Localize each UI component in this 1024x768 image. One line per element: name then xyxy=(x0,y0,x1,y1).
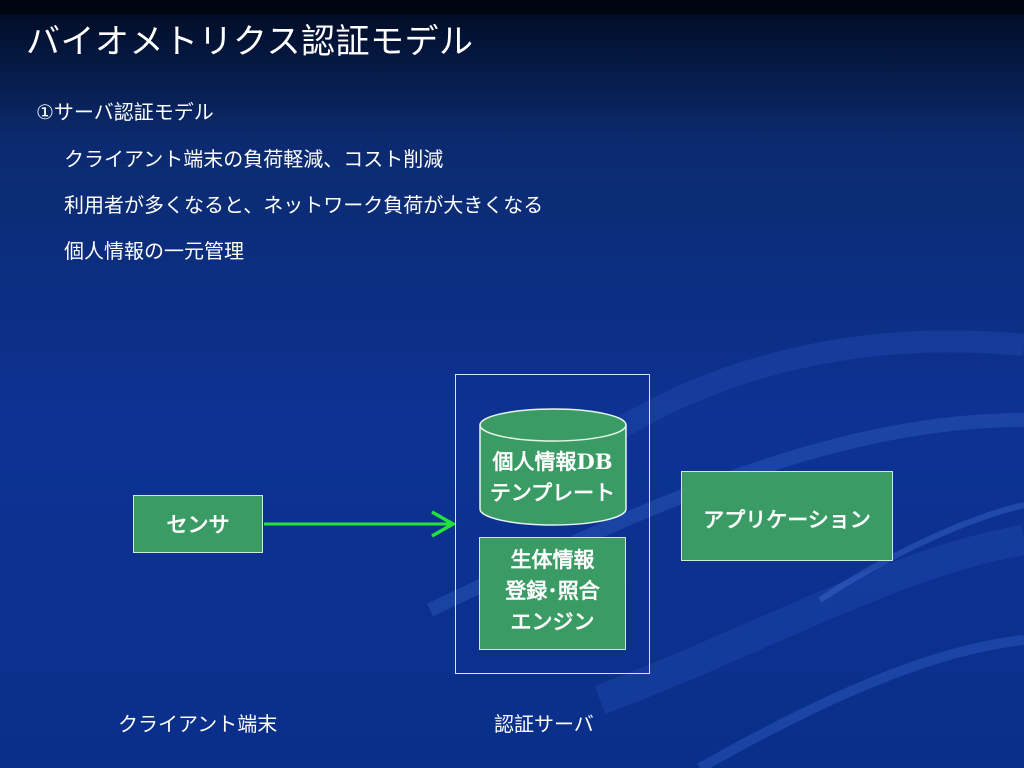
application-box: アプリケーション xyxy=(681,471,893,561)
database-label-line2: テンプレート xyxy=(489,481,616,505)
bullet-heading-server-model: ①サーバ認証モデル xyxy=(36,100,214,124)
slide-title: バイオメトリクス認証モデル xyxy=(26,22,474,62)
bullet-network-load: 利用者が多くなると、ネットワーク負荷が大きくなる xyxy=(64,193,544,217)
engine-label-line1: 生体情報 xyxy=(510,548,595,572)
auth-server-caption: 認証サーバ xyxy=(494,712,594,736)
auth-server-frame xyxy=(455,374,650,674)
client-terminal-caption: クライアント端末 xyxy=(118,712,278,736)
sensor-label: センサ xyxy=(166,513,230,537)
biometric-engine-box: 生体情報 登録･照合 エンジン xyxy=(479,537,626,650)
top-band xyxy=(0,0,1024,14)
bullet-centralized-management: 個人情報の一元管理 xyxy=(64,239,244,263)
bullet-client-load: クライアント端末の負荷軽減、コスト削減 xyxy=(64,147,444,171)
application-label: アプリケーション xyxy=(703,508,871,532)
sensor-box: センサ xyxy=(133,495,263,553)
engine-label-line2: 登録･照合 xyxy=(505,579,600,603)
engine-label-line3: エンジン xyxy=(510,610,595,634)
database-label-line1: 個人情報DB xyxy=(492,449,613,474)
database-label: 個人情報DB テンプレート xyxy=(479,446,626,509)
database-cylinder-icon xyxy=(479,408,627,526)
sensor-to-server-arrow xyxy=(264,510,457,538)
